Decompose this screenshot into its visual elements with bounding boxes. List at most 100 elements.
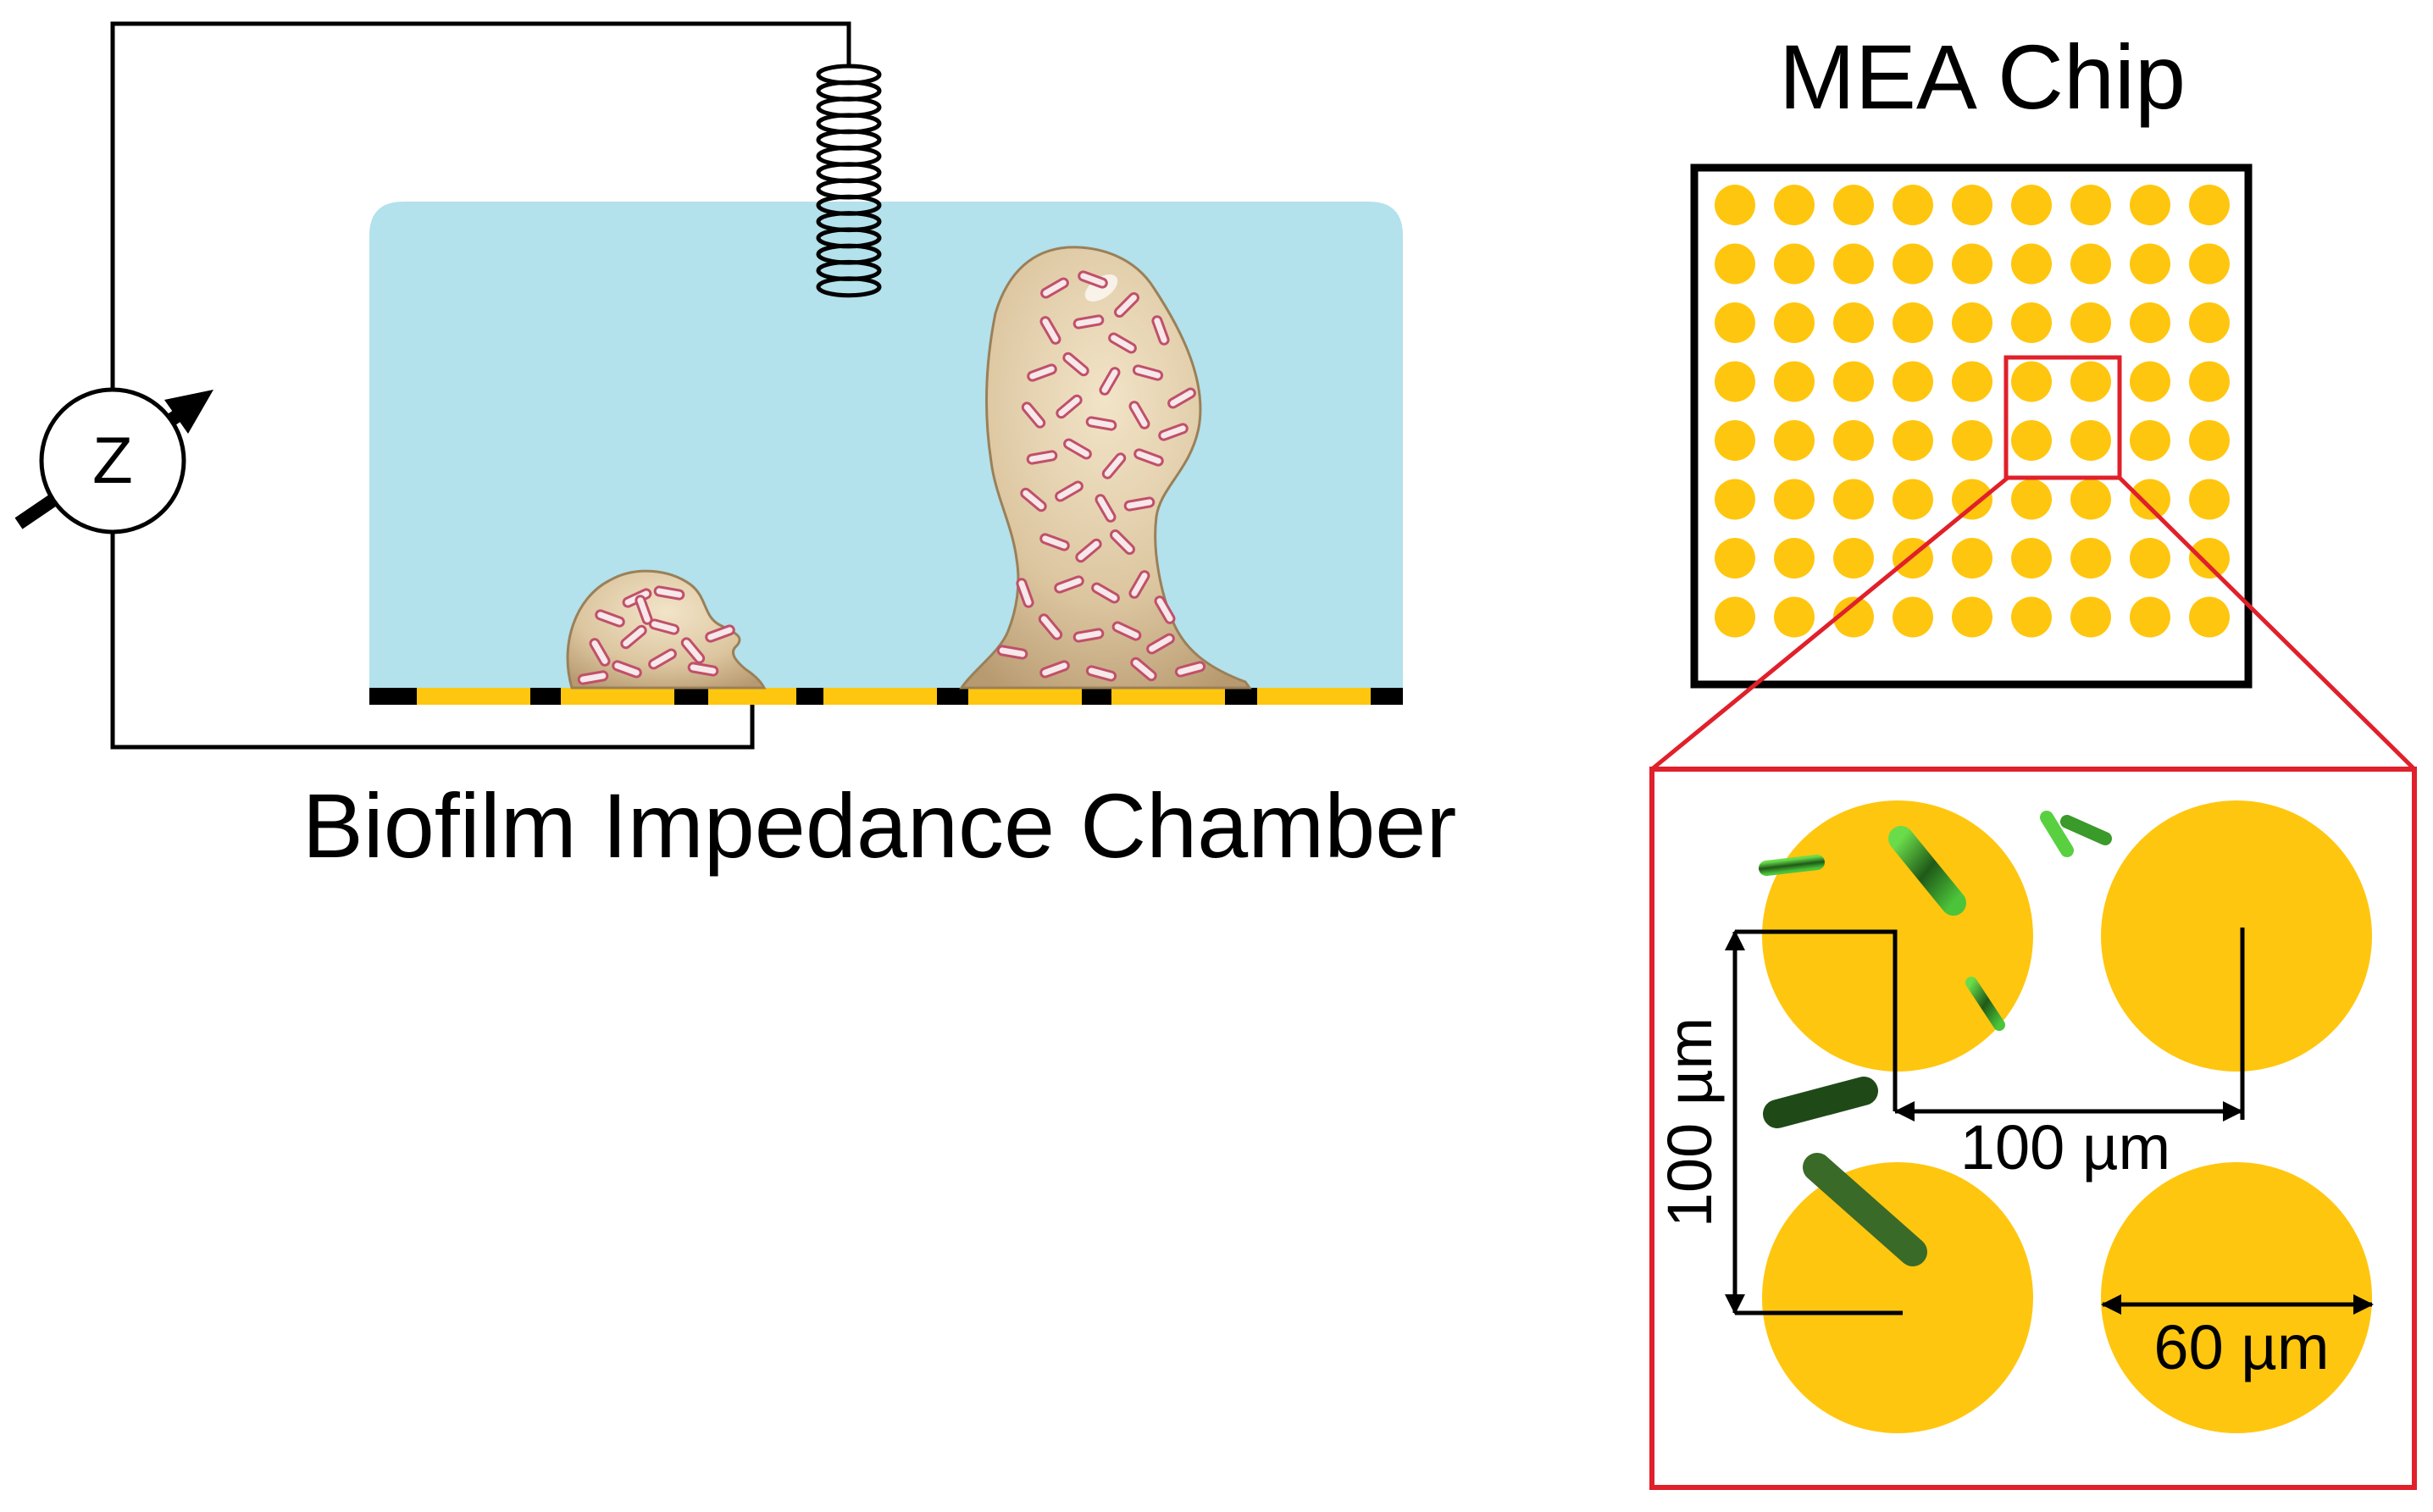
chip-electrode-dot bbox=[2189, 596, 2230, 638]
electrode-pad bbox=[1111, 688, 1225, 705]
bacterium bbox=[1021, 402, 1046, 429]
bacterium bbox=[1072, 314, 1105, 330]
impedance-meter: Z bbox=[14, 387, 213, 534]
spacing-horizontal-label: 100 µm bbox=[1960, 1112, 2170, 1182]
chip-electrode-dot bbox=[2070, 596, 2111, 638]
gfp-bacteria bbox=[1759, 811, 2112, 1266]
arrow-head-icon bbox=[2353, 1294, 2374, 1315]
chip-electrode-dot bbox=[2070, 185, 2111, 225]
chip-electrode-dot bbox=[1715, 420, 1755, 461]
chip-electrode-dot bbox=[1774, 243, 1815, 285]
zoom-electrode-top-right bbox=[2101, 800, 2372, 1072]
chip-electrode-dot bbox=[1833, 302, 1874, 343]
chip-electrode-dot bbox=[1774, 479, 1815, 520]
chip-electrode-dot bbox=[2130, 596, 2170, 638]
chip-electrode-dot bbox=[2189, 243, 2230, 285]
chip-electrode-dot bbox=[2189, 185, 2230, 225]
chip-electrode-dot bbox=[1952, 361, 1992, 402]
chamber-medium bbox=[369, 202, 1403, 693]
chip-electrode-dot bbox=[1893, 243, 1933, 285]
chip-electrode-dot bbox=[2130, 243, 2170, 285]
chip-electrode-dot bbox=[2130, 361, 2170, 402]
gfp-bacterium bbox=[2040, 811, 2074, 857]
bacterium bbox=[648, 648, 677, 670]
arrow-head-icon bbox=[2101, 1294, 2121, 1315]
spacing-bracket-vertical bbox=[1735, 929, 1903, 1315]
bacterium bbox=[1027, 363, 1057, 382]
chip-electrode-dot bbox=[1893, 479, 1933, 520]
chip-zoom-region bbox=[2003, 355, 2122, 480]
chip-electrode-dot bbox=[1833, 538, 1874, 579]
gfp-bacterium bbox=[1888, 826, 1966, 916]
chip-electrode-dot bbox=[1893, 302, 1933, 343]
bacterium bbox=[1099, 367, 1121, 396]
bacterium bbox=[1026, 450, 1058, 465]
chip-electrode-dot bbox=[2189, 479, 2230, 520]
bacterium bbox=[1128, 401, 1150, 429]
bacterium bbox=[1016, 578, 1034, 608]
bacterium bbox=[1075, 538, 1102, 563]
meter-arrow-head-icon bbox=[164, 390, 213, 434]
bacterium bbox=[1063, 438, 1092, 460]
bacterium bbox=[1091, 582, 1120, 604]
bacterium bbox=[1039, 533, 1070, 551]
bacterium bbox=[635, 595, 653, 625]
chip-electrode-dot bbox=[1833, 361, 1874, 402]
chip-electrode-dot bbox=[1715, 185, 1755, 225]
bacterium bbox=[1146, 633, 1175, 655]
chip-title: MEA Chip bbox=[1779, 25, 2186, 128]
chip-electrode-dot bbox=[2011, 302, 2052, 343]
bacterium bbox=[1078, 270, 1108, 289]
chip-electrode-dot bbox=[2130, 185, 2170, 225]
chip-electrode-dot bbox=[1952, 243, 1992, 285]
chip-electrode-dot bbox=[2189, 420, 2230, 461]
arrow-head-icon bbox=[1725, 930, 1745, 950]
bacterium bbox=[612, 660, 642, 678]
bacterium bbox=[687, 662, 719, 677]
bacterium bbox=[1128, 570, 1150, 599]
chip-electrode-dot bbox=[1833, 479, 1874, 520]
bacterium bbox=[1132, 364, 1164, 381]
bacterium bbox=[1055, 480, 1083, 502]
zoom-electrode-bottom-right bbox=[2101, 1162, 2372, 1433]
chip-electrode-dot bbox=[2011, 185, 2052, 225]
electrode-pad bbox=[417, 688, 530, 705]
electrode-pad bbox=[708, 688, 796, 705]
chip-electrode-dot bbox=[1893, 361, 1933, 402]
spring-coil bbox=[816, 276, 882, 298]
chip-electrode-dot bbox=[1774, 302, 1815, 343]
bacterium bbox=[1130, 656, 1157, 682]
chip-electrode-dot bbox=[2070, 243, 2111, 285]
zoom-electrode-top-left bbox=[1762, 800, 2033, 1072]
circuit-wire-bottom bbox=[110, 532, 755, 750]
chip-electrode-dot bbox=[1774, 361, 1815, 402]
chip-electrode-dot bbox=[2070, 538, 2111, 579]
arrow-head-icon bbox=[2223, 1101, 2243, 1122]
diameter-label: 60 µm bbox=[2153, 1312, 2329, 1382]
gfp-bacterium bbox=[1759, 855, 1825, 876]
bacterium bbox=[1167, 387, 1196, 409]
bacterium bbox=[1154, 595, 1176, 624]
zoom-electrode-bottom-left bbox=[1762, 1162, 2033, 1433]
chip-electrode-dot bbox=[1893, 185, 1933, 225]
chip-electrode-dot bbox=[2011, 596, 2052, 638]
chip-electrode-dot bbox=[1774, 538, 1815, 579]
bacterium bbox=[653, 585, 685, 601]
bacterium bbox=[1072, 628, 1105, 643]
bacterium bbox=[705, 624, 735, 643]
chip-electrode-dot bbox=[2130, 479, 2170, 520]
gfp-bacterium bbox=[1763, 1077, 1878, 1128]
bacterium bbox=[1054, 575, 1084, 594]
chip-electrode-dot bbox=[2070, 302, 2111, 343]
spacing-vertical-label: 100 µm bbox=[1654, 1017, 1725, 1227]
chip-electrode-dot bbox=[2070, 420, 2111, 461]
bacterium bbox=[1114, 292, 1139, 318]
electrode-pad bbox=[968, 688, 1082, 705]
chip-electrode-dot bbox=[1893, 596, 1933, 638]
zoom-line-left bbox=[1650, 476, 2009, 771]
chamber-title: Biofilm Impedance Chamber bbox=[302, 774, 1457, 877]
chip-electrode-dot bbox=[2189, 361, 2230, 402]
bacterium bbox=[1123, 496, 1156, 512]
meter-symbol: Z bbox=[92, 423, 133, 497]
